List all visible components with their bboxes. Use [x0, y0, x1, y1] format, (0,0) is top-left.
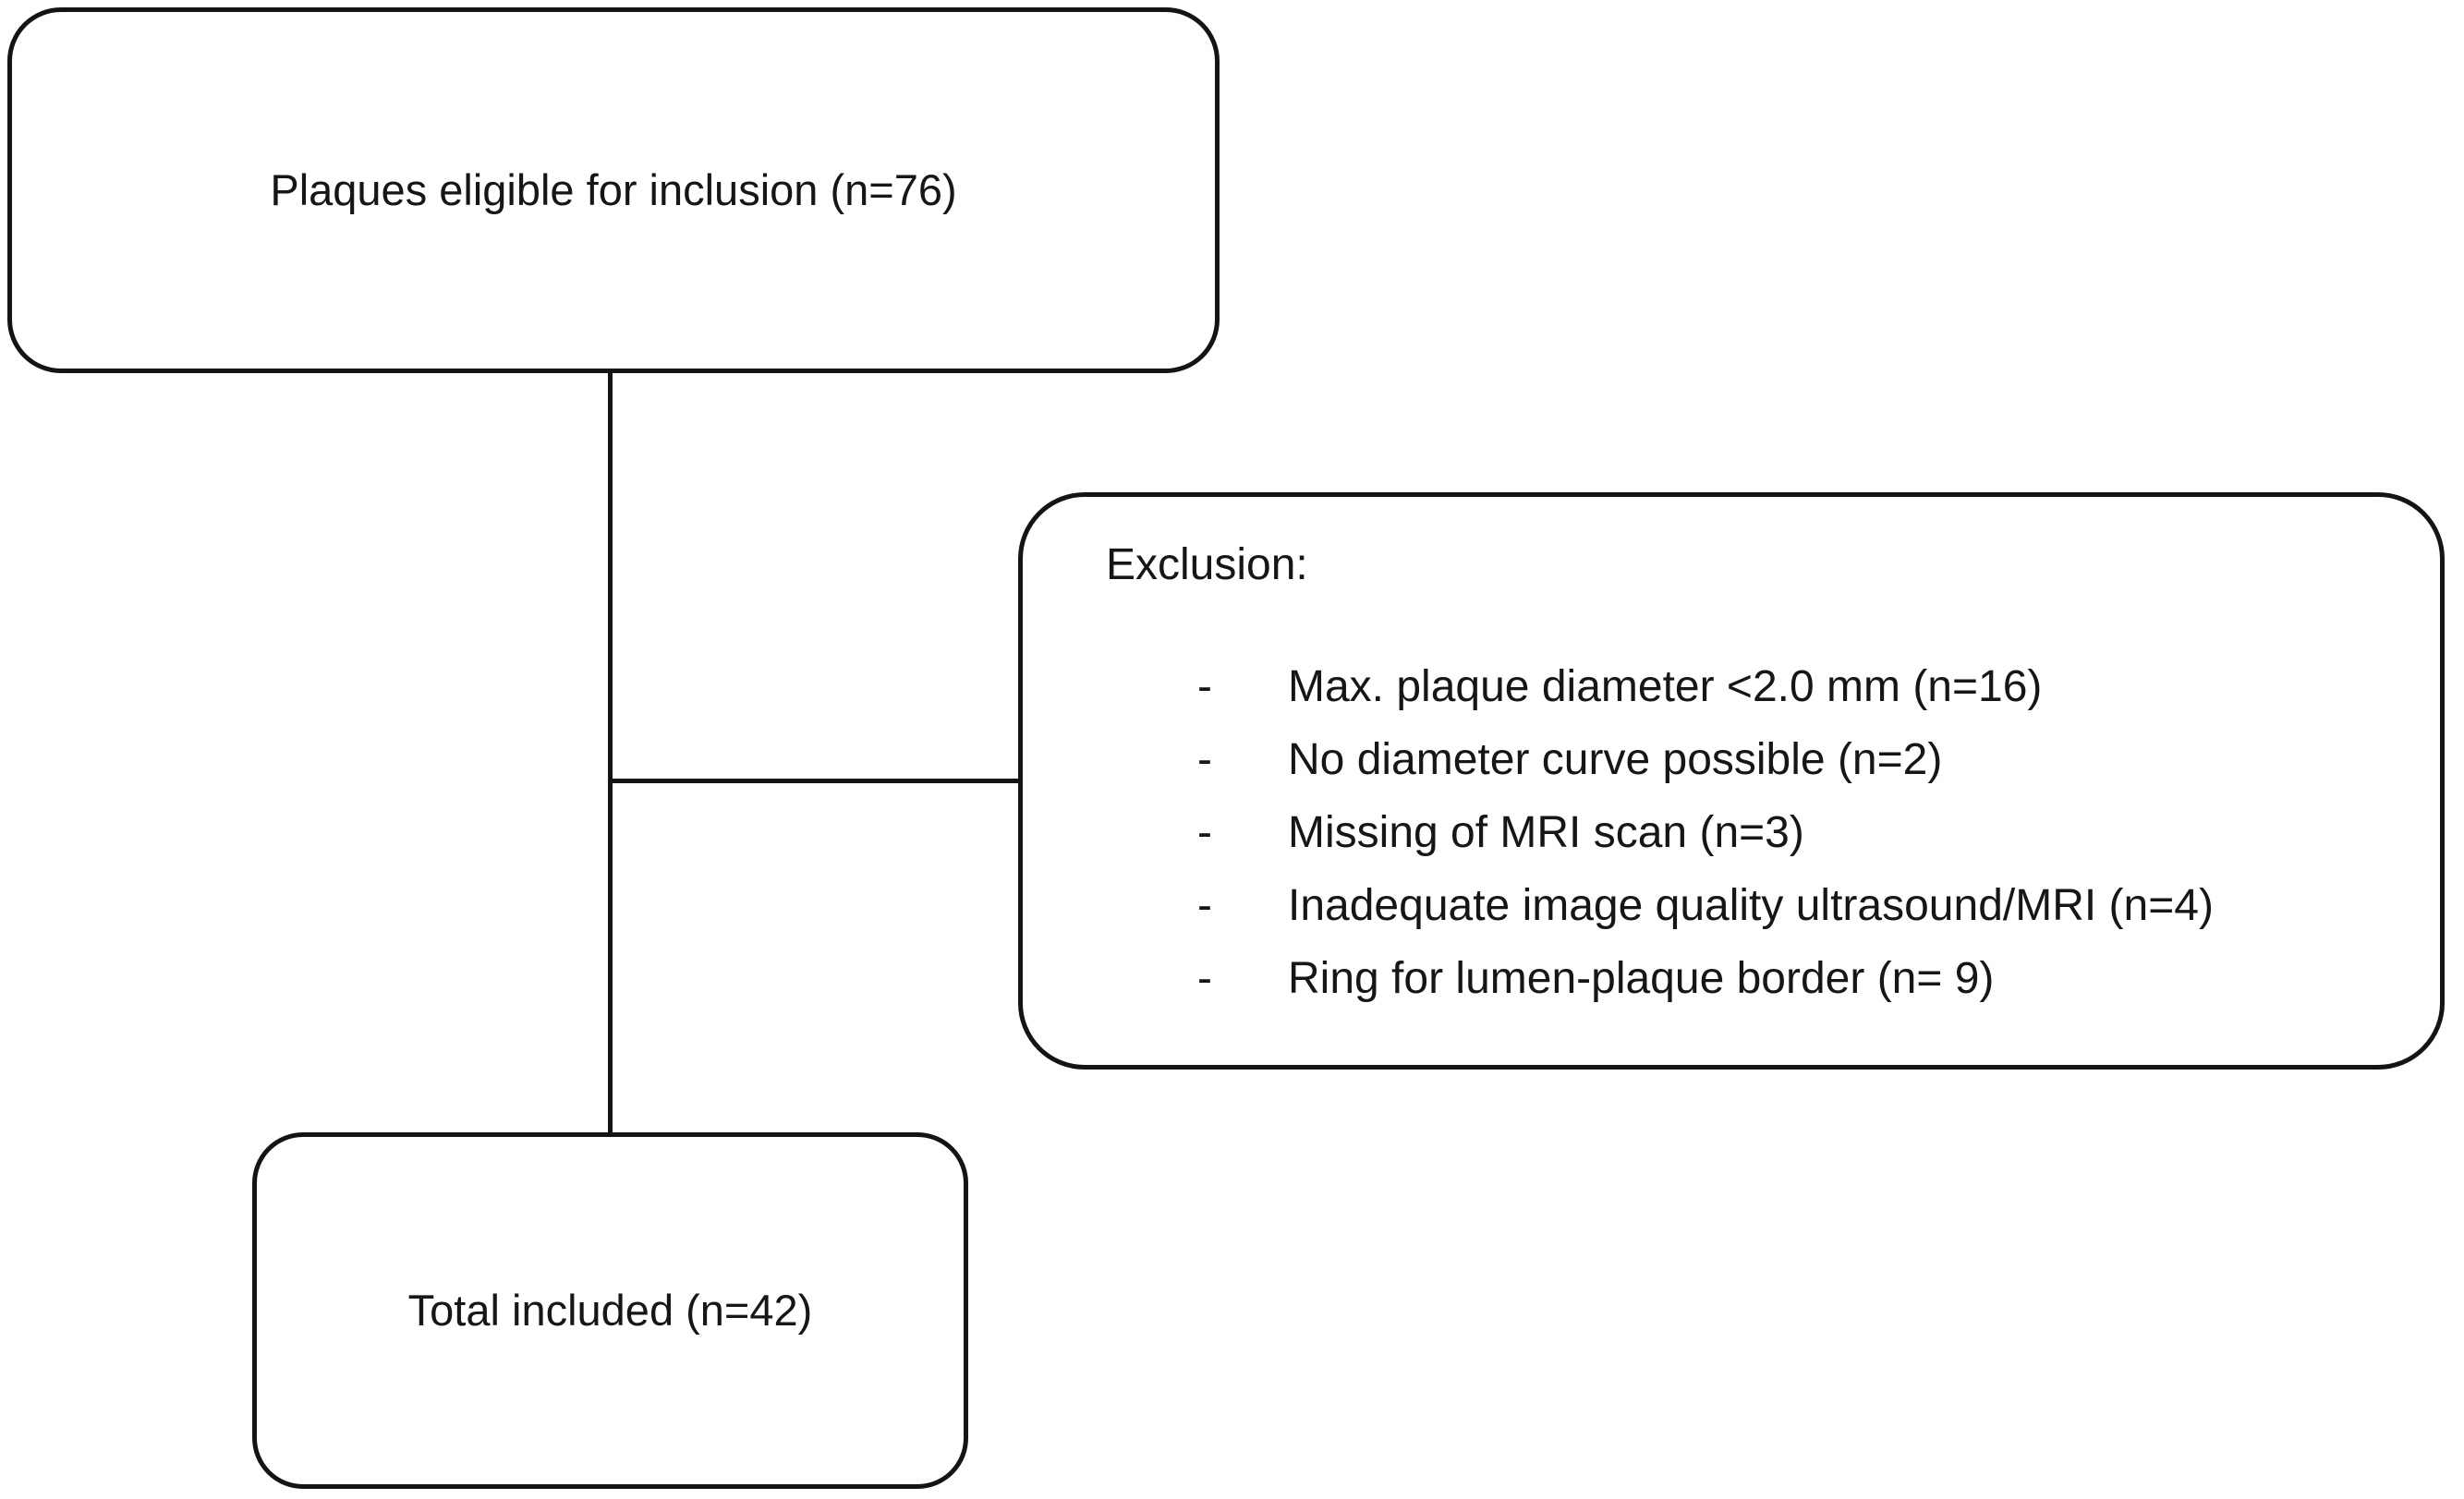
exclusion-list-item: - No diameter curve possible (n=2)	[1106, 723, 2412, 796]
exclusion-list-item: - Inadequate image quality ultrasound/MR…	[1106, 869, 2412, 942]
total-included-label: Total included (n=42)	[407, 1285, 813, 1335]
dash-bullet: -	[1197, 881, 1212, 930]
exclusion-item-text: Max. plaque diameter <2.0 mm (n=16)	[1288, 662, 2043, 711]
dash-bullet: -	[1197, 662, 1212, 711]
exclusion-item-text: No diameter curve possible (n=2)	[1288, 735, 1943, 784]
exclusion-item-text: Ring for lumen-plaque border (n= 9)	[1288, 954, 1995, 1003]
dash-bullet: -	[1197, 808, 1212, 857]
connector-vertical-line	[608, 373, 613, 1132]
exclusion-list-item: - Max. plaque diameter <2.0 mm (n=16)	[1106, 650, 2412, 723]
exclusion-list: - Max. plaque diameter <2.0 mm (n=16) - …	[1106, 650, 2412, 1015]
dash-bullet: -	[1197, 954, 1212, 1003]
exclusion-list-item: - Ring for lumen-plaque border (n= 9)	[1106, 942, 2412, 1015]
exclusion-list-item: - Missing of MRI scan (n=3)	[1106, 796, 2412, 869]
eligible-box: Plaques eligible for inclusion (n=76)	[7, 7, 1220, 373]
exclusion-item-text: Missing of MRI scan (n=3)	[1288, 808, 1804, 857]
exclusion-item-text: Inadequate image quality ultrasound/MRI …	[1288, 881, 2214, 930]
connector-horizontal-line	[608, 779, 1023, 783]
total-included-box: Total included (n=42)	[252, 1132, 968, 1489]
dash-bullet: -	[1197, 735, 1212, 784]
eligible-box-label: Plaques eligible for inclusion (n=76)	[270, 164, 957, 214]
exclusion-box: Exclusion: - Max. plaque diameter <2.0 m…	[1018, 492, 2445, 1070]
exclusion-heading: Exclusion:	[1106, 540, 1308, 589]
